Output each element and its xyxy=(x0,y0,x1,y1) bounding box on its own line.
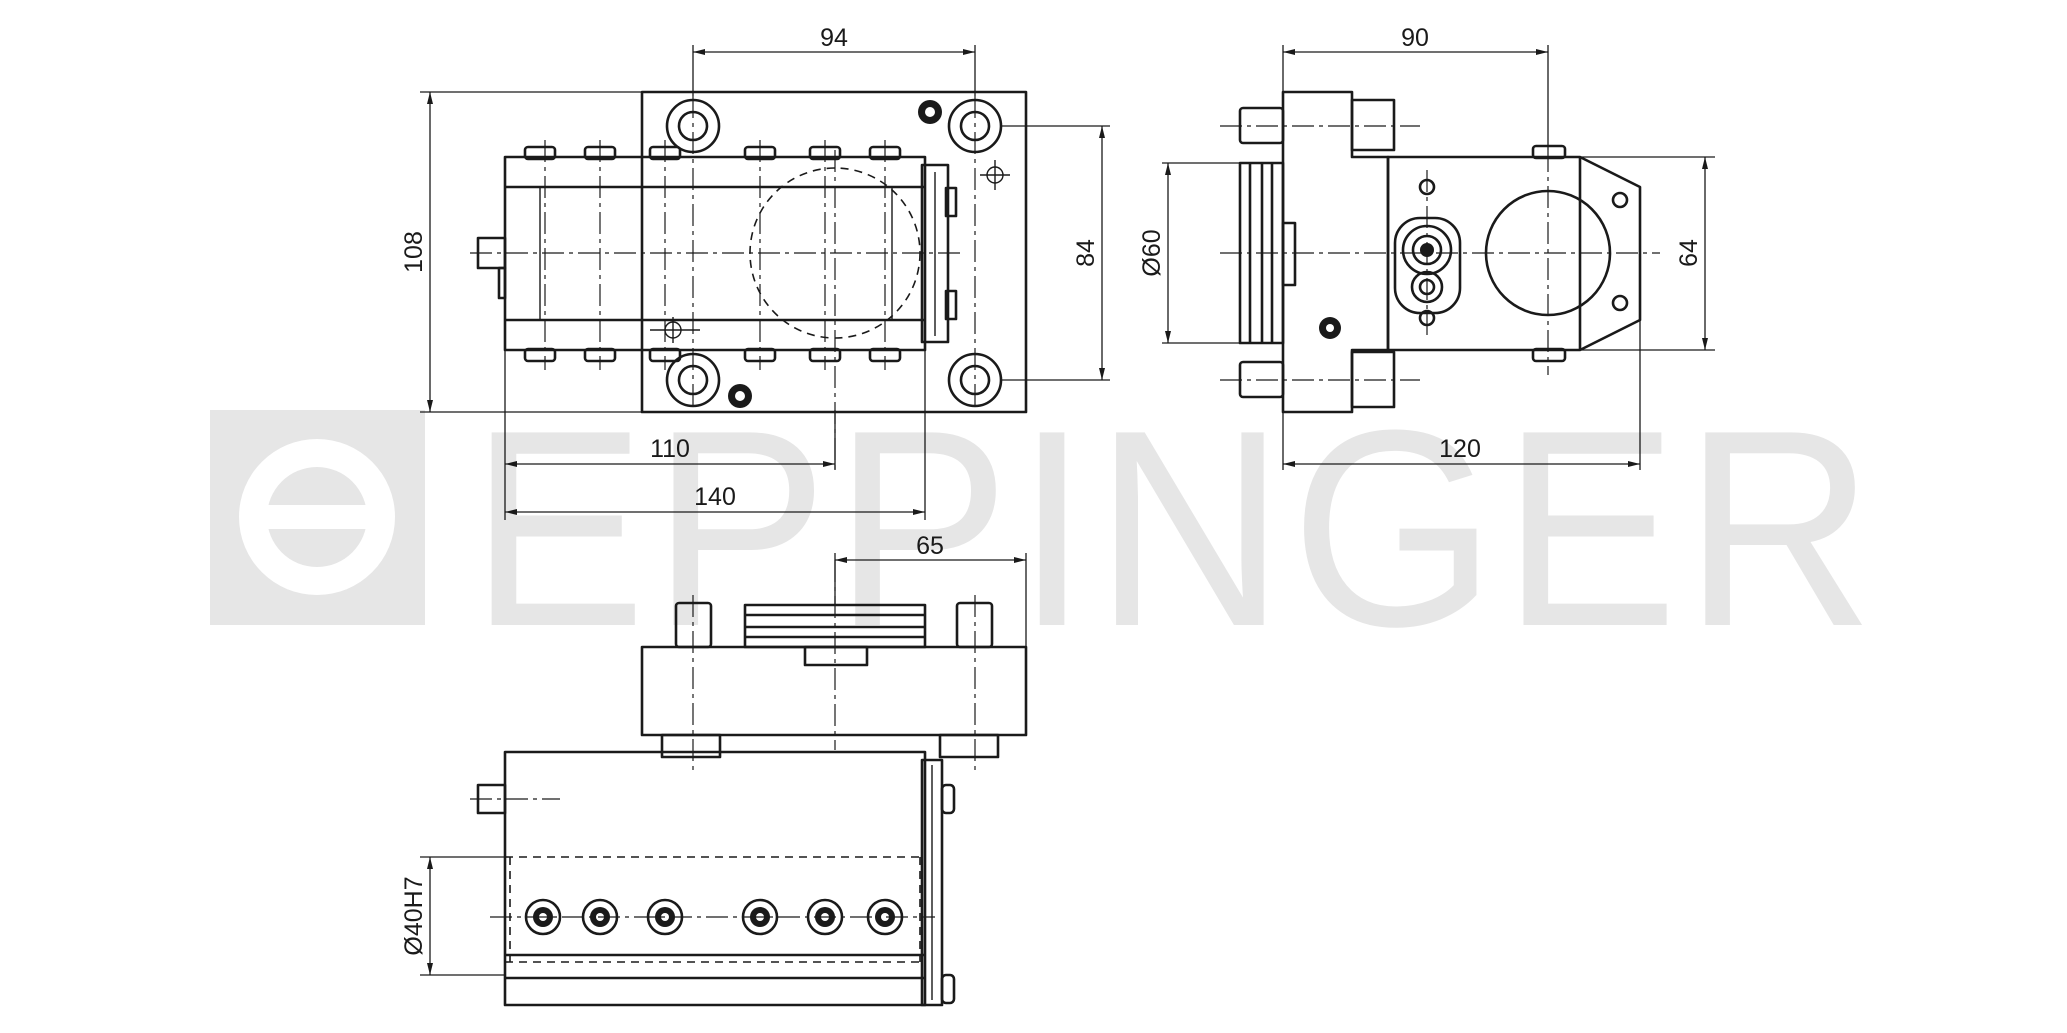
front-view xyxy=(470,560,1028,1007)
top-view xyxy=(470,90,1028,470)
eppinger-watermark: EPPINGER xyxy=(210,373,1880,685)
front-view-side-plate xyxy=(920,758,944,1007)
dimension-90: 90 xyxy=(1401,24,1429,52)
dimension-84: 84 xyxy=(1072,239,1100,267)
dimension-dia-40h7: Ø40H7 xyxy=(400,876,428,955)
top-view-back-plate xyxy=(640,90,1028,414)
dimension-120: 120 xyxy=(1439,435,1481,463)
top-view-dimensions: 94 108 84 110 140 xyxy=(400,24,1110,520)
side-view-flange xyxy=(1281,90,1390,414)
side-view xyxy=(1220,90,1660,414)
front-view-dimensions: 65 Ø40H7 xyxy=(400,532,1027,976)
dimension-65: 65 xyxy=(916,532,944,560)
dimension-64: 64 xyxy=(1675,239,1703,267)
side-view-dimensions: 90 Ø60 64 120 xyxy=(1138,24,1715,470)
top-view-small-screws xyxy=(728,100,942,408)
dimension-108: 108 xyxy=(400,231,428,273)
dimension-94: 94 xyxy=(820,24,848,52)
dimension-dia-60: Ø60 xyxy=(1138,229,1166,276)
watermark-logo-bar xyxy=(258,505,378,529)
dimension-140: 140 xyxy=(694,483,736,511)
watermark-text: EPPINGER xyxy=(470,373,1880,685)
dimension-110: 110 xyxy=(650,435,690,463)
front-view-body xyxy=(503,750,927,1007)
